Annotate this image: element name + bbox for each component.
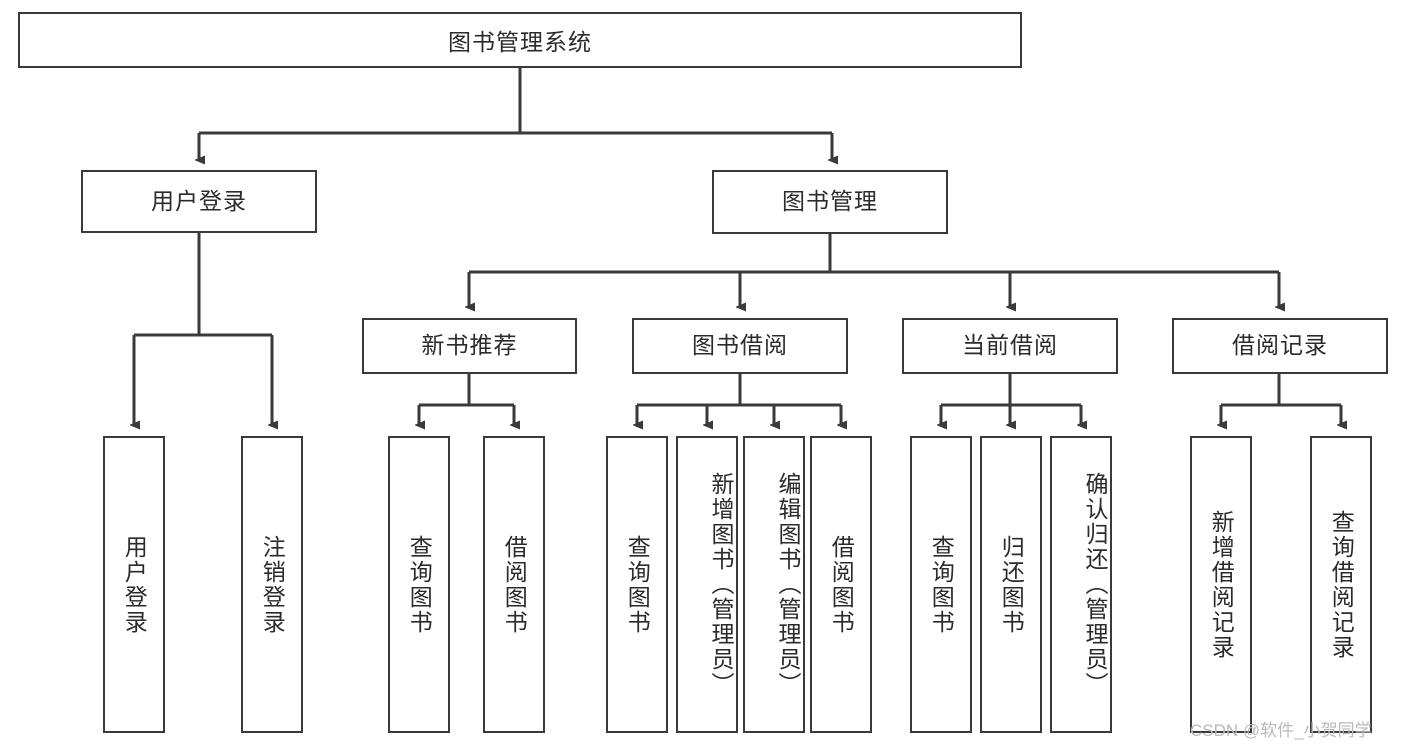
leaf-query-book-borrow[interactable]: 查询图书 — [606, 436, 668, 733]
node-borrow-records[interactable]: 借阅记录 — [1172, 318, 1388, 374]
node-label: 编辑图书（管理员） — [775, 472, 801, 697]
node-label: 新书推荐 — [421, 332, 518, 359]
node-book-borrow[interactable]: 图书借阅 — [632, 318, 848, 374]
node-label: 新增图书（管理员） — [708, 472, 734, 697]
node-root-system[interactable]: 图书管理系统 — [18, 12, 1022, 68]
node-label: 新增借阅记录 — [1208, 509, 1235, 660]
node-label: 当前借阅 — [962, 332, 1058, 359]
node-label: 图书管理系统 — [448, 29, 592, 55]
node-label: 用户登录 — [151, 187, 247, 214]
node-label: 图书管理 — [782, 188, 878, 215]
leaf-add-borrow-record[interactable]: 新增借阅记录 — [1190, 436, 1252, 733]
node-new-book-recommend[interactable]: 新书推荐 — [362, 318, 577, 374]
node-label: 图书借阅 — [692, 332, 788, 359]
leaf-logout[interactable]: 注销登录 — [241, 436, 303, 733]
node-label: 查询借阅记录 — [1328, 509, 1355, 660]
leaf-borrow-book[interactable]: 借阅图书 — [810, 436, 872, 733]
node-label: 借阅图书 — [501, 534, 528, 635]
node-label: 借阅图书 — [828, 534, 855, 635]
node-label: 用户登录 — [121, 534, 148, 635]
node-label: 查询图书 — [624, 534, 651, 635]
node-label: 借阅记录 — [1232, 332, 1328, 359]
leaf-edit-book-admin[interactable]: 编辑图书（管理员） — [743, 436, 805, 733]
leaf-query-book-current[interactable]: 查询图书 — [910, 436, 972, 733]
node-current-borrow[interactable]: 当前借阅 — [902, 318, 1118, 374]
node-book-management[interactable]: 图书管理 — [712, 170, 948, 234]
watermark: CSDN @软件_小贺同学 — [1190, 721, 1372, 740]
leaf-user-login[interactable]: 用户登录 — [103, 436, 165, 733]
leaf-query-borrow-record[interactable]: 查询借阅记录 — [1310, 436, 1372, 733]
node-label: 查询图书 — [928, 534, 955, 635]
node-label: 归还图书 — [998, 534, 1025, 635]
node-label: 确认归还（管理员） — [1082, 472, 1108, 697]
node-label: 注销登录 — [259, 534, 286, 635]
node-label: 查询图书 — [406, 534, 433, 635]
leaf-confirm-return-admin[interactable]: 确认归还（管理员） — [1050, 436, 1112, 733]
leaf-query-book-recommend[interactable]: 查询图书 — [388, 436, 450, 733]
leaf-return-book[interactable]: 归还图书 — [980, 436, 1042, 733]
leaf-add-book-admin[interactable]: 新增图书（管理员） — [676, 436, 738, 733]
node-user-login[interactable]: 用户登录 — [81, 170, 317, 233]
leaf-borrow-book-recommend[interactable]: 借阅图书 — [483, 436, 545, 733]
